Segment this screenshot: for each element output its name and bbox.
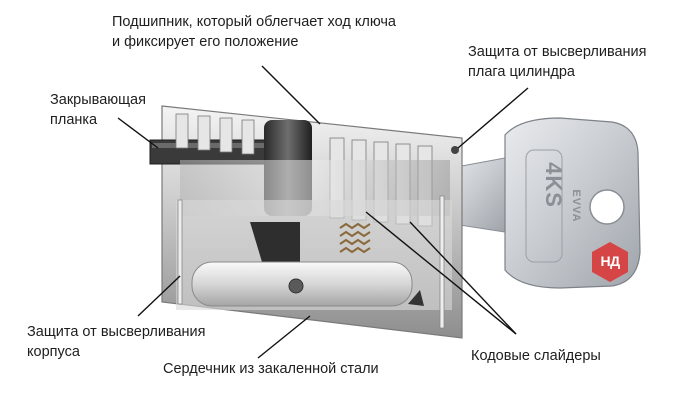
label-hardened-core: Сердечник из закаленной стали xyxy=(163,361,379,377)
label-code-sliders: Кодовые слайдеры xyxy=(471,348,601,364)
body-drill-pin-2 xyxy=(439,195,445,329)
key-engraving-frame xyxy=(525,149,563,263)
key-engraving-4ks: 4KS xyxy=(541,162,566,208)
leader-body-drill xyxy=(137,275,181,317)
spring xyxy=(339,222,371,254)
cam xyxy=(250,222,300,262)
key-hole xyxy=(589,189,625,225)
body-drill-pin xyxy=(177,199,183,305)
leader-plate xyxy=(117,117,159,149)
cylinder-body xyxy=(149,105,463,339)
leader-plug-drill xyxy=(457,87,529,149)
core-screw xyxy=(288,278,304,294)
label-body-drill-protection: Защита от высверливания корпуса xyxy=(27,324,206,360)
leader-lines xyxy=(117,65,529,359)
label-bearing: Подшипник, который облегчает ход ключа и… xyxy=(112,14,396,50)
leader-sliders-a xyxy=(409,221,517,335)
plug-drill-pin xyxy=(451,146,459,154)
label-closing-plate: Закрывающая планка xyxy=(50,92,146,128)
label-plug-drill-protection: Защита от высверливания плага цилиндра xyxy=(468,44,647,80)
leader-bearing xyxy=(261,65,321,125)
key-engraving-evva: EVVA xyxy=(570,189,582,223)
badge-shape xyxy=(592,242,628,282)
core-notch xyxy=(408,290,424,306)
watermark-badge: НД xyxy=(600,253,620,269)
leader-core xyxy=(257,315,311,359)
leader-sliders-b xyxy=(365,211,517,335)
